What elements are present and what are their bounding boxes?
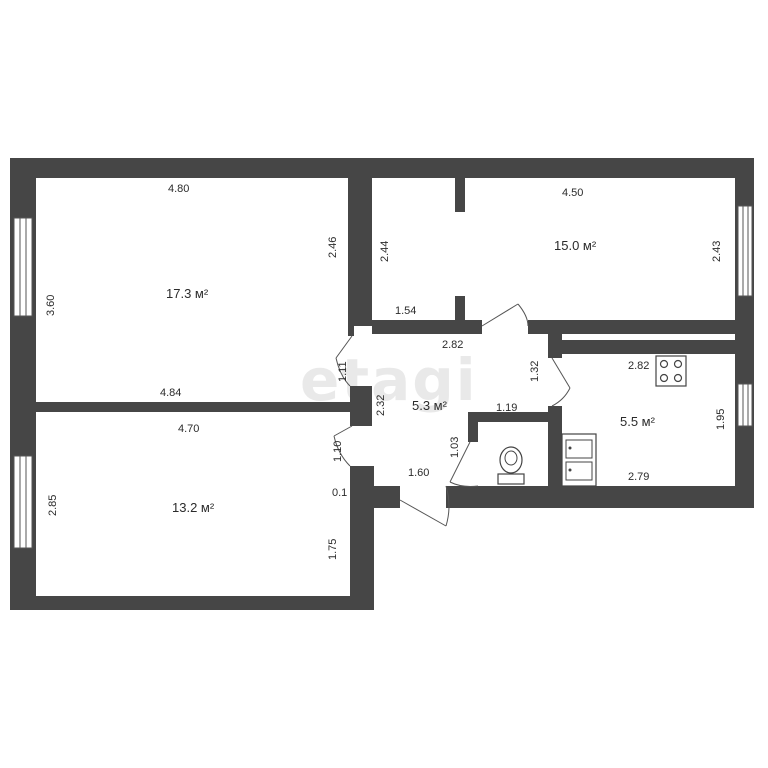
window-right-upper xyxy=(737,205,753,297)
wall-tr-stub-bottom xyxy=(455,296,465,320)
dim-hall-left-lower: 1.10 xyxy=(332,441,344,462)
sink-icon xyxy=(561,433,597,487)
door-tl-room xyxy=(335,335,353,387)
dim-tl-left: 3.60 xyxy=(45,295,57,316)
wall-tr-stub-top xyxy=(455,178,465,212)
room-area-kitchen: 5.5 м² xyxy=(620,414,656,429)
room-area-hall: 5.3 м² xyxy=(412,398,448,413)
door-tr-room xyxy=(481,303,529,327)
dim-kitchen-right: 1.95 xyxy=(715,409,727,430)
dim-hall-left-mid: 2.32 xyxy=(375,395,387,416)
stove-icon xyxy=(655,355,687,387)
dim-bl-top: 4.70 xyxy=(178,423,199,435)
dim-kitchen-top: 2.82 xyxy=(628,360,649,372)
door-kitchen xyxy=(551,357,571,407)
dim-hall-top: 2.82 xyxy=(442,339,463,351)
wall-tl-tr xyxy=(348,178,372,326)
room-area-bottom-left: 13.2 м² xyxy=(172,500,215,515)
doors xyxy=(333,303,571,527)
door-bl-room xyxy=(333,425,353,467)
dim-hall-left-upper: 1.11 xyxy=(337,361,349,382)
windows xyxy=(13,205,753,549)
dim-bl-left: 2.85 xyxy=(47,495,59,516)
dim-tl-bottom: 4.84 xyxy=(160,387,181,399)
wall-bl-right-top xyxy=(350,486,400,508)
wall-tr-bottom-left xyxy=(372,320,482,334)
wall-outer-top xyxy=(10,158,754,178)
dim-bath-top: 1.19 xyxy=(496,402,517,414)
wall-tl-bl xyxy=(36,402,350,412)
wall-kitchen-top xyxy=(548,340,735,354)
dim-hall-right: 1.32 xyxy=(529,361,541,382)
room-area-top-right: 15.0 м² xyxy=(554,238,597,253)
wall-bath-top xyxy=(468,412,548,422)
wall-hall-left-upper xyxy=(348,326,354,336)
room-area-top-left: 17.3 м² xyxy=(166,286,209,301)
window-right-lower xyxy=(737,383,753,427)
dim-bl-gap: 0.1 xyxy=(332,487,347,499)
dim-tl-top: 4.80 xyxy=(168,183,189,195)
dim-tr-right: 2.43 xyxy=(711,241,723,262)
dim-tl-right: 2.46 xyxy=(327,237,339,258)
wall-hall-kitchen-lower xyxy=(548,406,562,486)
wall-hall-left-mid xyxy=(350,386,372,426)
dim-bl-right: 1.75 xyxy=(327,539,339,560)
door-bathroom xyxy=(449,441,479,487)
wall-bath-bottom xyxy=(446,486,486,508)
dim-kitchen-bottom: 2.79 xyxy=(628,471,649,483)
dim-tr-left: 2.44 xyxy=(379,241,391,262)
dim-tr-top: 4.50 xyxy=(562,187,583,199)
wall-hall-kitchen-upper xyxy=(548,334,562,358)
dim-tr-bottom: 1.54 xyxy=(395,305,416,317)
door-entrance xyxy=(399,485,450,527)
wall-outer-bottom-left xyxy=(10,596,374,610)
dim-bath-left: 1.03 xyxy=(449,437,461,458)
wall-bath-left xyxy=(468,412,478,442)
wall-tr-bottom-right xyxy=(528,320,754,334)
wall-bottom-right xyxy=(446,486,754,508)
window-left-upper xyxy=(13,217,33,317)
toilet-icon xyxy=(497,446,525,485)
window-left-lower xyxy=(13,455,33,549)
dim-hall-bottom: 1.60 xyxy=(408,467,429,479)
